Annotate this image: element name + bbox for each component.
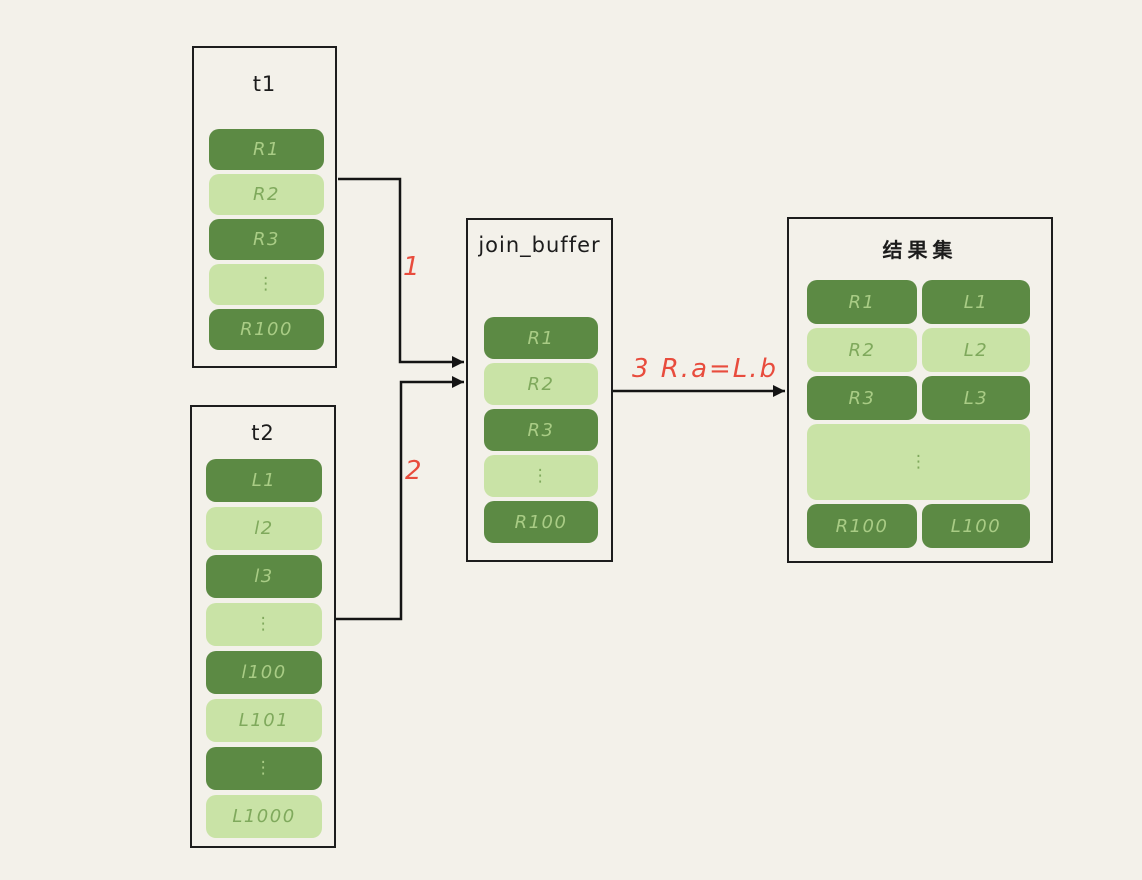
step-3-condition-label: 3 R.a=L.b	[631, 354, 779, 384]
row-label: R2	[253, 184, 280, 205]
result-row: R3 L3	[807, 376, 1030, 420]
ellipsis-label: ⋮	[254, 758, 274, 778]
arrow-t2-to-join-buffer	[336, 376, 464, 621]
result-row: R2 L2	[807, 328, 1030, 372]
table-row: L101	[206, 699, 322, 742]
row-label: L101	[238, 710, 290, 731]
row-label: R1	[253, 139, 280, 160]
table-row: R2	[484, 363, 598, 405]
table-row: R3	[484, 409, 598, 451]
result-row: R1 L1	[807, 280, 1030, 324]
ellipsis-label: ⋮	[254, 614, 274, 634]
result-cell-r: R2	[807, 328, 917, 372]
table-row: L1	[206, 459, 322, 502]
result-row-ellipsis: ⋮	[807, 424, 1030, 500]
result-cell-l: L100	[922, 504, 1030, 548]
ellipsis-label: ⋮	[531, 465, 551, 486]
table-row-ellipsis: ⋮	[209, 264, 324, 305]
row-label: l2	[254, 518, 274, 539]
result-cell-l: L2	[922, 328, 1030, 372]
table-t1-box: t1 R1 R2 R3 ⋮ R100	[192, 46, 337, 368]
row-label: R3	[527, 419, 555, 441]
result-cell-r: R100	[807, 504, 917, 548]
table-row: R2	[209, 174, 324, 215]
row-label: R3	[253, 229, 280, 250]
result-cell-l: L1	[922, 280, 1030, 324]
table-row: R1	[209, 129, 324, 170]
row-label: L1000	[232, 806, 296, 827]
table-row: l2	[206, 507, 322, 550]
step-2-label: 2	[405, 456, 424, 486]
row-label: L1	[251, 470, 277, 491]
row-label: R100	[514, 511, 568, 533]
result-cell-l: L3	[922, 376, 1030, 420]
table-t1-rows: R1 R2 R3 ⋮ R100	[209, 129, 324, 350]
row-label: R1	[527, 327, 555, 349]
table-row: R1	[484, 317, 598, 359]
result-set-box: 结果集 R1 L1 R2 L2 R3 L3 ⋮ R100 L100	[787, 217, 1053, 563]
table-row-ellipsis: ⋮	[206, 603, 322, 646]
ellipsis-label: ⋮	[257, 274, 276, 294]
ellipsis-label: ⋮	[910, 452, 927, 472]
row-label: R2	[527, 373, 555, 395]
result-set-title: 结果集	[882, 238, 958, 262]
table-row: R100	[484, 501, 598, 543]
row-label: l3	[254, 566, 274, 587]
table-row: L1000	[206, 795, 322, 838]
table-row-ellipsis: ⋮	[206, 747, 322, 790]
result-row: R100 L100	[807, 504, 1030, 548]
table-row: R100	[209, 309, 324, 350]
table-t2-title: t2	[251, 421, 275, 445]
table-row: l3	[206, 555, 322, 598]
result-set-rows: R1 L1 R2 L2 R3 L3 ⋮ R100 L100	[807, 280, 1030, 548]
step-1-label: 1	[403, 252, 422, 282]
table-row-ellipsis: ⋮	[484, 455, 598, 497]
table-t1-title: t1	[252, 72, 277, 96]
row-label: R100	[240, 319, 293, 340]
result-cell-r: R1	[807, 280, 917, 324]
row-label: l100	[241, 662, 287, 683]
join-buffer-box: join_buffer R1 R2 R3 ⋮ R100	[466, 218, 613, 562]
table-row: R3	[209, 219, 324, 260]
join-buffer-rows: R1 R2 R3 ⋮ R100	[484, 317, 598, 543]
table-t2-rows: L1 l2 l3 ⋮ l100 L101 ⋮ L1000	[206, 459, 322, 838]
table-t2-box: t2 L1 l2 l3 ⋮ l100 L101 ⋮ L1000	[190, 405, 336, 848]
result-cell-r: R3	[807, 376, 917, 420]
arrow-t1-to-join-buffer	[338, 177, 464, 368]
table-row: l100	[206, 651, 322, 694]
join-buffer-title: join_buffer	[478, 233, 601, 257]
